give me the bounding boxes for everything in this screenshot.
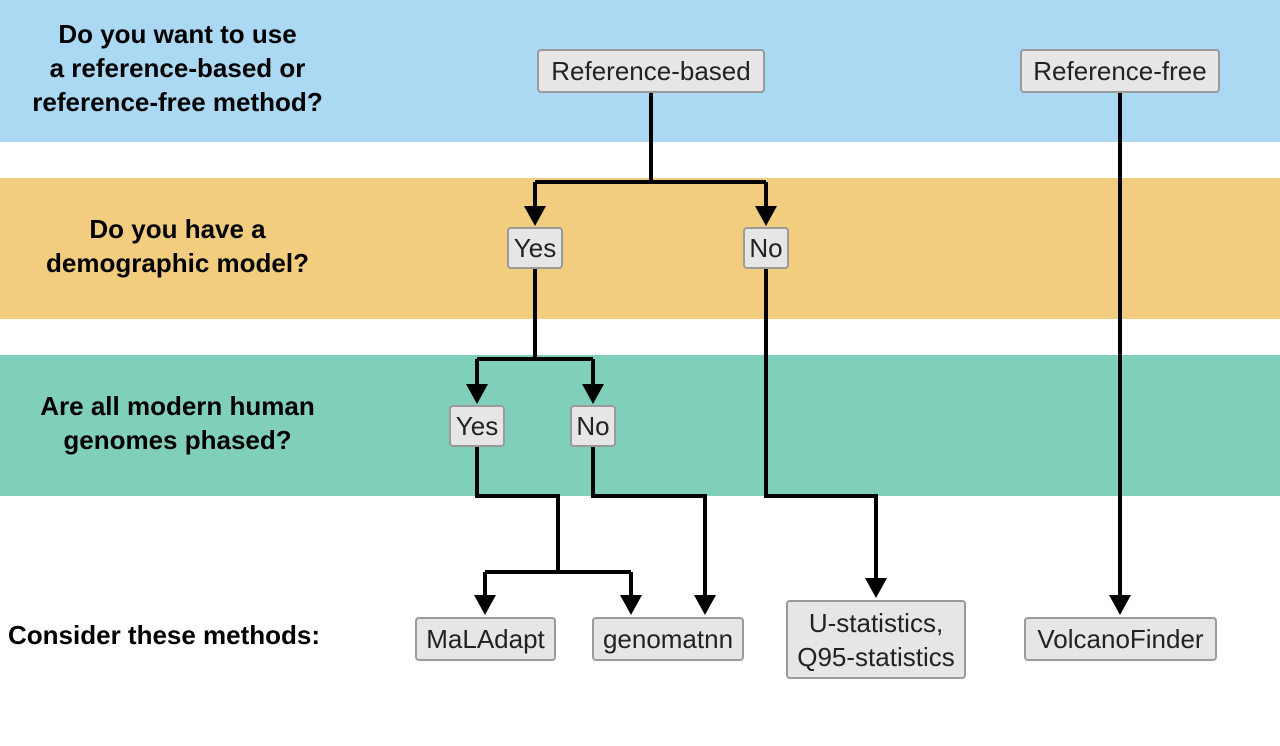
question-band-demographic bbox=[0, 178, 1280, 319]
node-demographic-yes: Yes bbox=[507, 227, 563, 269]
connector-demoyes-split bbox=[475, 268, 595, 388]
connector-demono bbox=[764, 268, 878, 580]
arrowhead-volcanofinder bbox=[1109, 595, 1131, 615]
arrowhead-phased-no bbox=[582, 384, 604, 404]
arrowhead-demo-yes bbox=[524, 206, 546, 226]
connector-refbased-split bbox=[533, 92, 768, 210]
node-reference-based: Reference-based bbox=[537, 49, 765, 93]
node-phased-no: No bbox=[570, 405, 616, 447]
arrowhead-phased-yes bbox=[466, 384, 488, 404]
arrowhead-genomatnn-right bbox=[694, 595, 716, 615]
connector-phasedyes bbox=[475, 446, 633, 598]
question-demographic-model: Do you have a demographic model? bbox=[46, 214, 309, 278]
question-method: Do you want to use a reference-based or … bbox=[32, 19, 323, 117]
question-genomes-phased: Are all modern human genomes phased? bbox=[40, 391, 315, 455]
method-u-statistics: U-statistics, Q95-statistics bbox=[786, 600, 966, 679]
arrowhead-genomatnn-left bbox=[620, 595, 642, 615]
connector-phasedno bbox=[591, 446, 707, 598]
node-demographic-no: No bbox=[743, 227, 789, 269]
method-maladapt: MaLAdapt bbox=[415, 617, 556, 661]
question-band-phased bbox=[0, 355, 1280, 496]
arrowhead-maladapt bbox=[474, 595, 496, 615]
arrowhead-ustats bbox=[865, 578, 887, 598]
node-reference-free: Reference-free bbox=[1020, 49, 1220, 93]
method-genomatnn: genomatnn bbox=[592, 617, 744, 661]
methods-heading: Consider these methods: bbox=[8, 620, 321, 650]
arrowhead-demo-no bbox=[755, 206, 777, 226]
node-phased-yes: Yes bbox=[449, 405, 505, 447]
method-volcanofinder: VolcanoFinder bbox=[1024, 617, 1217, 661]
